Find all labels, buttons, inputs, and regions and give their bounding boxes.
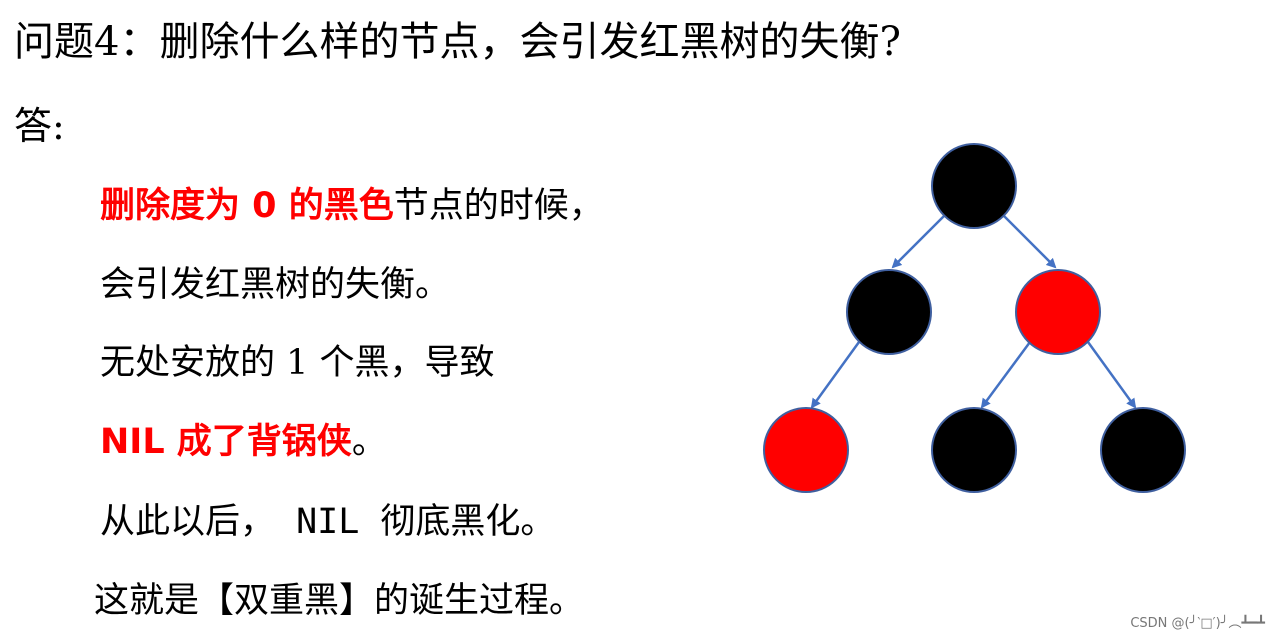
tree-node-left xyxy=(846,269,932,355)
line-text: 节点的时候， xyxy=(393,186,604,226)
tree-edges xyxy=(810,215,1137,409)
line-text: 从此以后， xyxy=(100,502,276,542)
tree-node-right-left xyxy=(931,407,1017,493)
tree-node-right xyxy=(1015,269,1101,355)
answer-line-2: 会引发红黑树的失衡。 xyxy=(100,265,451,305)
edge-root-left xyxy=(891,215,945,269)
red-black-tree-diagram xyxy=(763,143,1186,493)
nil-text: NIL xyxy=(275,502,381,542)
answer-line-4: NIL 成了背锅侠。 xyxy=(100,417,387,467)
highlight-text: NIL 成了背锅侠 xyxy=(100,422,352,462)
tree-node-right-right xyxy=(1100,407,1186,493)
answer-line-6: 这就是【双重黑】的诞生过程。 xyxy=(94,581,585,621)
tree-node-root xyxy=(931,143,1017,229)
tree-node-left-left xyxy=(763,407,849,493)
tree-nodes xyxy=(763,143,1186,493)
answer-line-3: 无处安放的 1 个黑，导致 xyxy=(100,343,495,383)
answer-line-1: 删除度为 0 的黑色节点的时候， xyxy=(100,181,604,231)
answer-line-5: 从此以后， NIL 彻底黑化。 xyxy=(100,497,555,547)
line-text: 彻底黑化。 xyxy=(380,502,556,542)
edge-root-right xyxy=(1003,215,1057,269)
watermark: CSDN @(╯‵□′)╯︵┻━┻ xyxy=(1130,616,1265,631)
edge-right-rightright xyxy=(1086,341,1137,409)
edge-left-leftleft xyxy=(810,341,861,409)
edge-right-rightleft xyxy=(980,341,1032,409)
line-text: 。 xyxy=(351,422,387,462)
highlight-text: 删除度为 0 的黑色 xyxy=(100,186,394,226)
page-title: 问题4：删除什么样的节点，会引发红黑树的失衡? xyxy=(14,19,901,65)
answer-label: 答: xyxy=(14,104,65,148)
